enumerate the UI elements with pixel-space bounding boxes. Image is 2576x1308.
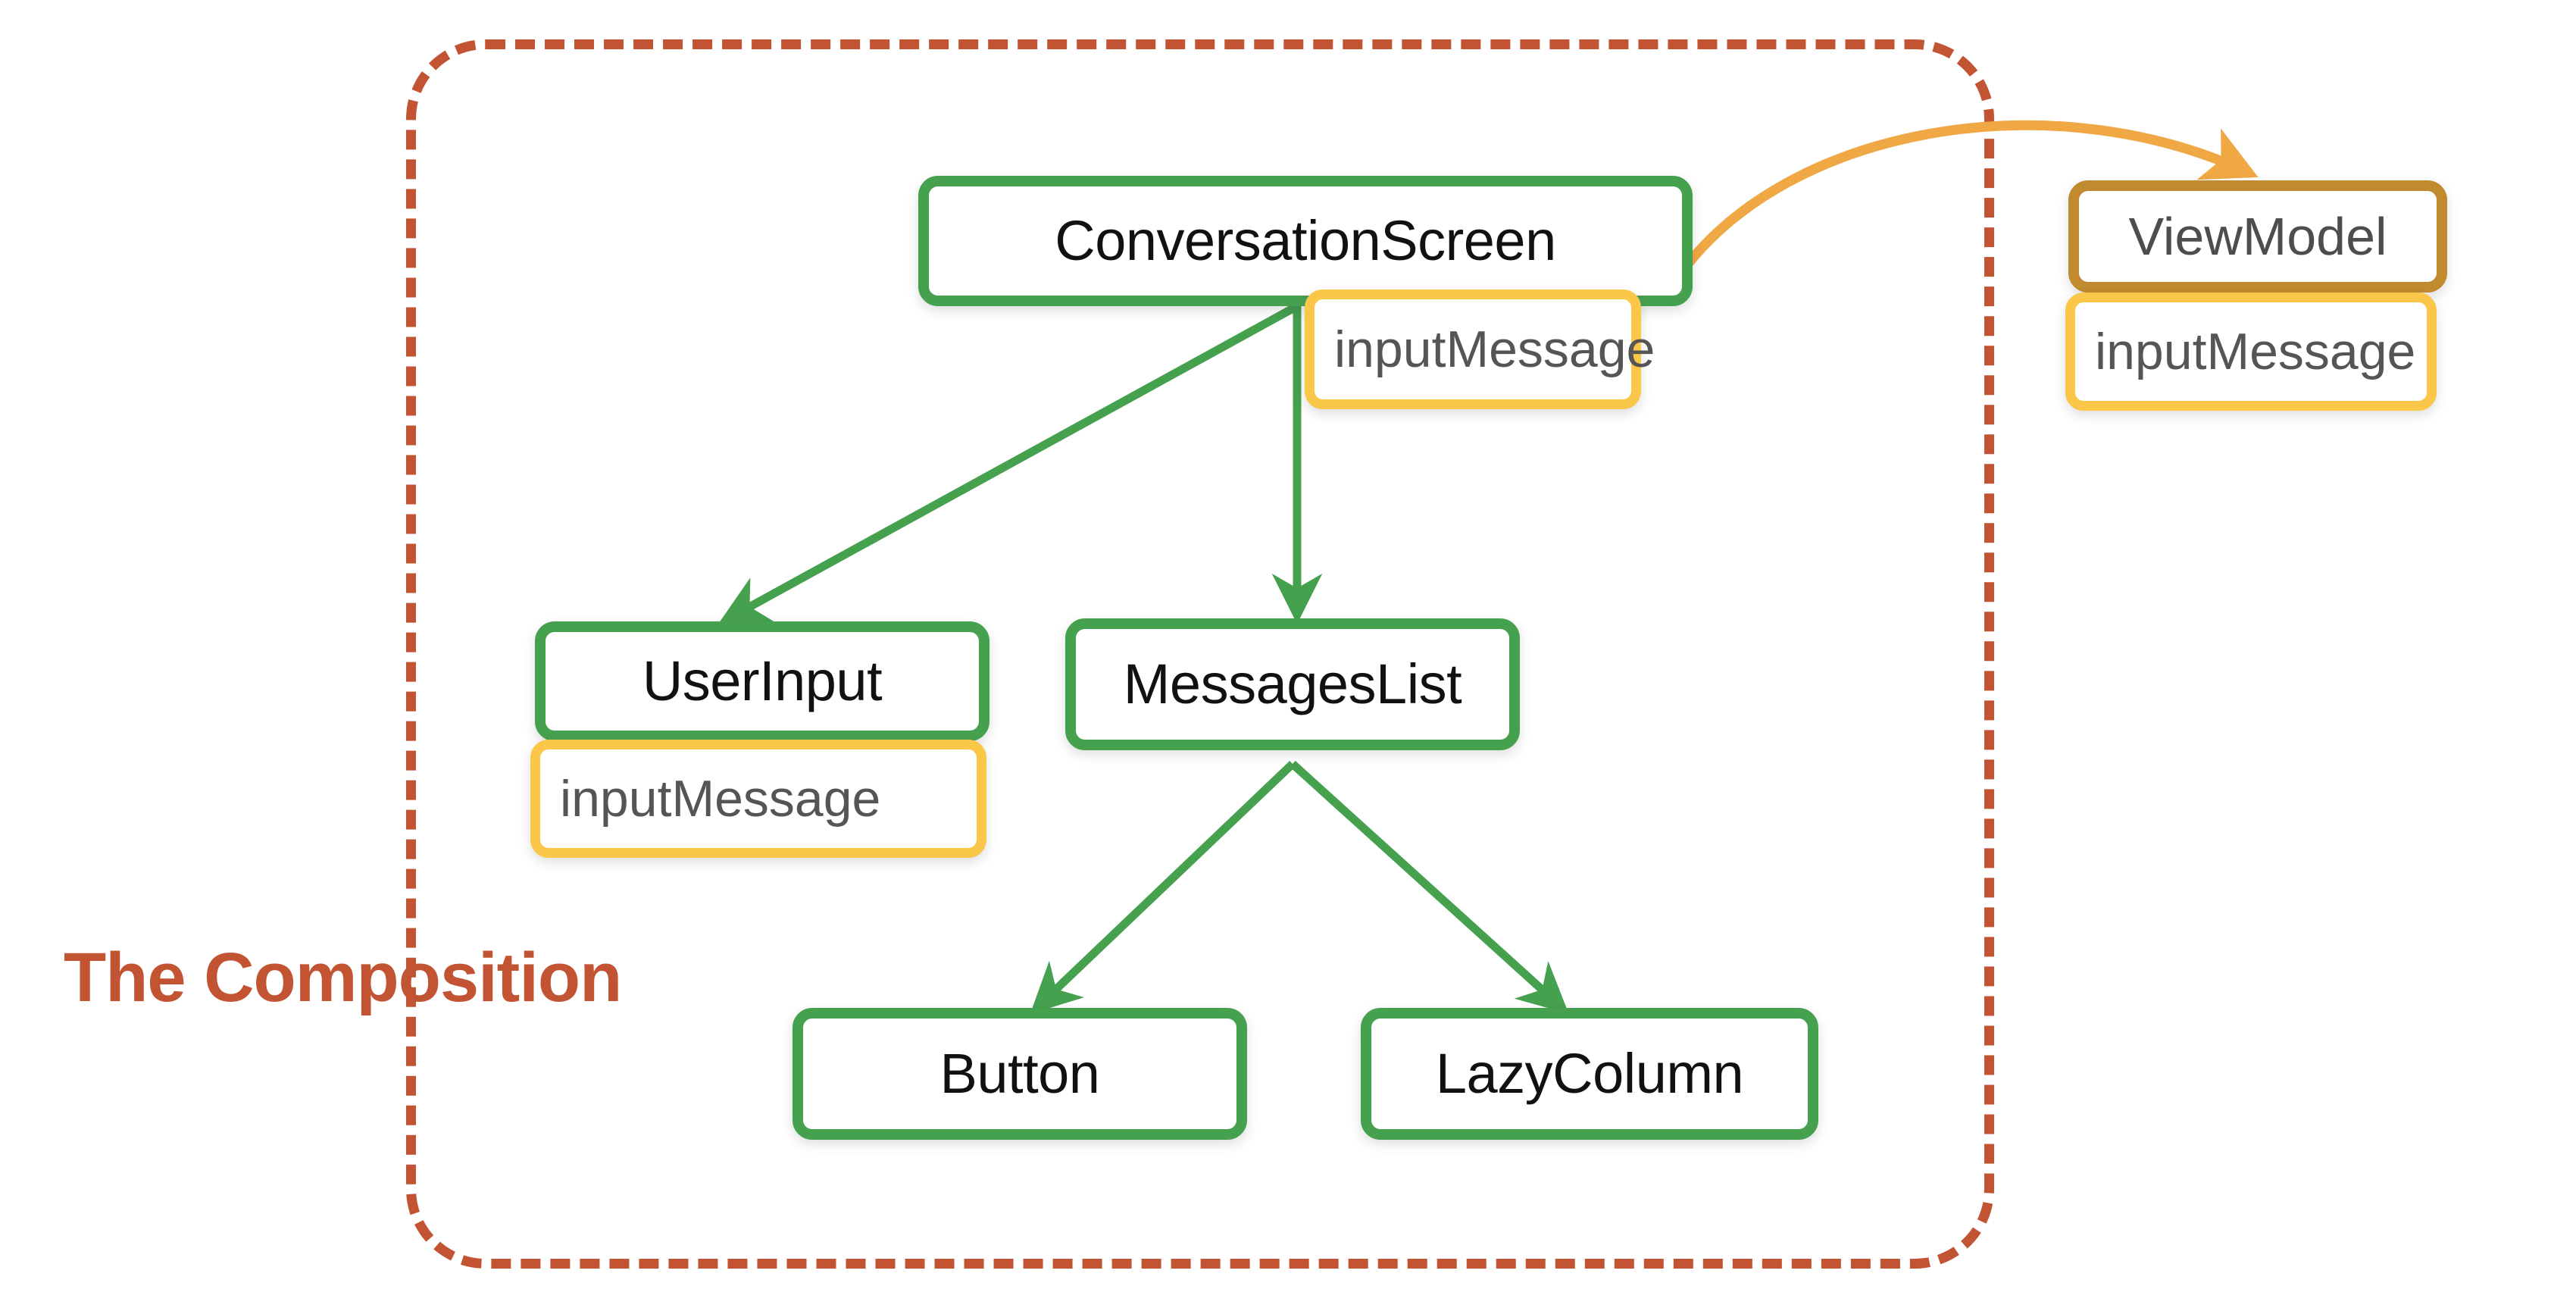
node-messages-list-label: MessagesList (1123, 652, 1462, 715)
node-conversation-screen-state[interactable]: inputMessage (1305, 289, 1655, 409)
node-button-label: Button (939, 1042, 1100, 1105)
node-messages-list[interactable]: MessagesList (1065, 618, 1520, 750)
node-button[interactable]: Button (792, 1008, 1247, 1140)
node-view-model-state[interactable]: inputMessage (2065, 293, 2437, 411)
node-user-input-state-label: inputMessage (560, 770, 881, 828)
node-conversation-screen[interactable]: ConversationScreen (918, 176, 1693, 306)
node-conversation-screen-label: ConversationScreen (1055, 209, 1556, 272)
composition-caption: The Composition (64, 939, 622, 1016)
node-lazy-column-label: LazyColumn (1435, 1042, 1744, 1105)
node-user-input-state[interactable]: inputMessage (530, 740, 986, 858)
node-lazy-column[interactable]: LazyColumn (1361, 1008, 1818, 1140)
node-conversation-screen-state-label: inputMessage (1334, 321, 1655, 378)
composition-boundary (406, 39, 1994, 1269)
node-user-input-label: UserInput (642, 649, 883, 712)
node-view-model-label: ViewModel (2128, 207, 2387, 266)
node-user-input[interactable]: UserInput (535, 621, 989, 741)
node-view-model[interactable]: ViewModel (2068, 180, 2447, 293)
node-view-model-state-label: inputMessage (2095, 323, 2416, 380)
